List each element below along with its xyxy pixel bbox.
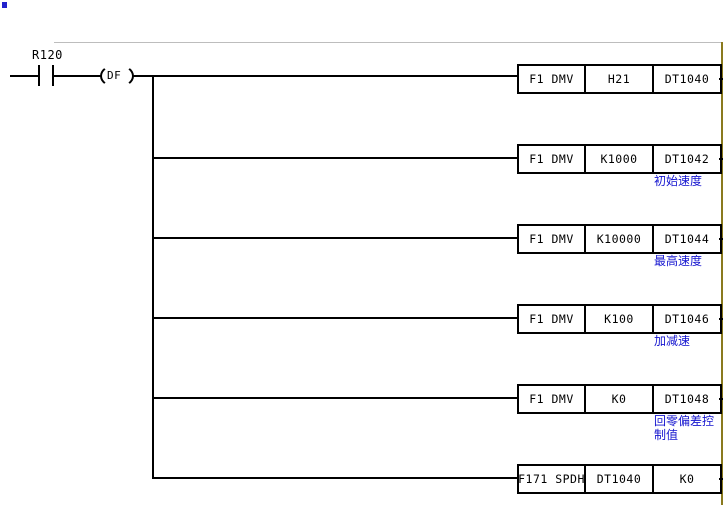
block-4-rail-stub <box>719 318 723 320</box>
instruction-block-1[interactable]: F1 DMV H21 DT1040 <box>517 64 722 94</box>
block-5-operand-2: DT1048 <box>652 386 720 412</box>
block-2-operand-1: K1000 <box>584 146 652 172</box>
instruction-block-2[interactable]: F1 DMV K1000 DT1042 <box>517 144 722 174</box>
df-coil-label: DF <box>107 69 122 82</box>
block-1-operand-1: H21 <box>584 66 652 92</box>
selection-marker-icon <box>2 2 7 8</box>
block-5-rail-stub <box>719 398 723 400</box>
block-2-operation: F1 DMV <box>529 152 574 166</box>
block-4-operand-1: K100 <box>584 306 652 332</box>
block-6-operation: F171 SPDH <box>518 472 585 486</box>
block-4-operation: F1 DMV <box>529 312 574 326</box>
annotation-home-offset-control: 回零偏差控制值 <box>654 414 715 442</box>
rung-wire-5 <box>152 397 519 399</box>
block-1-operand-2: DT1040 <box>652 66 720 92</box>
block-6-rail-stub <box>719 478 723 480</box>
block-1-rail-stub <box>719 78 723 80</box>
rung-wire-coil-to-block-1 <box>133 75 519 77</box>
toolbar-separator <box>54 42 722 43</box>
rung-wire-contact-to-coil <box>54 75 101 77</box>
instruction-block-5[interactable]: F1 DMV K0 DT1048 <box>517 384 722 414</box>
annotation-accel-decel: 加减速 <box>654 334 691 348</box>
block-3-operand-2: DT1044 <box>652 226 720 252</box>
contact-label-r120: R120 <box>32 48 63 62</box>
instruction-block-6[interactable]: F171 SPDH DT1040 K0 <box>517 464 722 494</box>
branch-rail <box>152 76 154 479</box>
rung-wire-3 <box>152 237 519 239</box>
instruction-block-4[interactable]: F1 DMV K100 DT1046 <box>517 304 722 334</box>
block-3-operand-1: K10000 <box>584 226 652 252</box>
right-power-rail <box>721 42 723 505</box>
instruction-block-3[interactable]: F1 DMV K10000 DT1044 <box>517 224 722 254</box>
contact-bar-left[interactable] <box>38 65 40 86</box>
block-1-operation: F1 DMV <box>529 72 574 86</box>
rung-wire-left <box>10 75 39 77</box>
block-6-operand-1: DT1040 <box>584 466 652 492</box>
annotation-max-speed: 最高速度 <box>654 254 703 268</box>
rung-wire-2 <box>152 157 519 159</box>
block-5-operand-1: K0 <box>584 386 652 412</box>
block-3-rail-stub <box>719 238 723 240</box>
rung-wire-4 <box>152 317 519 319</box>
block-3-operation: F1 DMV <box>529 232 574 246</box>
rung-wire-6 <box>152 477 519 479</box>
block-2-operand-2: DT1042 <box>652 146 720 172</box>
block-4-operand-2: DT1046 <box>652 306 720 332</box>
annotation-initial-speed: 初始速度 <box>654 174 703 188</box>
block-5-operation: F1 DMV <box>529 392 574 406</box>
block-2-rail-stub <box>719 158 723 160</box>
block-6-operand-2: K0 <box>652 466 720 492</box>
contact-bar-right[interactable] <box>52 65 54 86</box>
